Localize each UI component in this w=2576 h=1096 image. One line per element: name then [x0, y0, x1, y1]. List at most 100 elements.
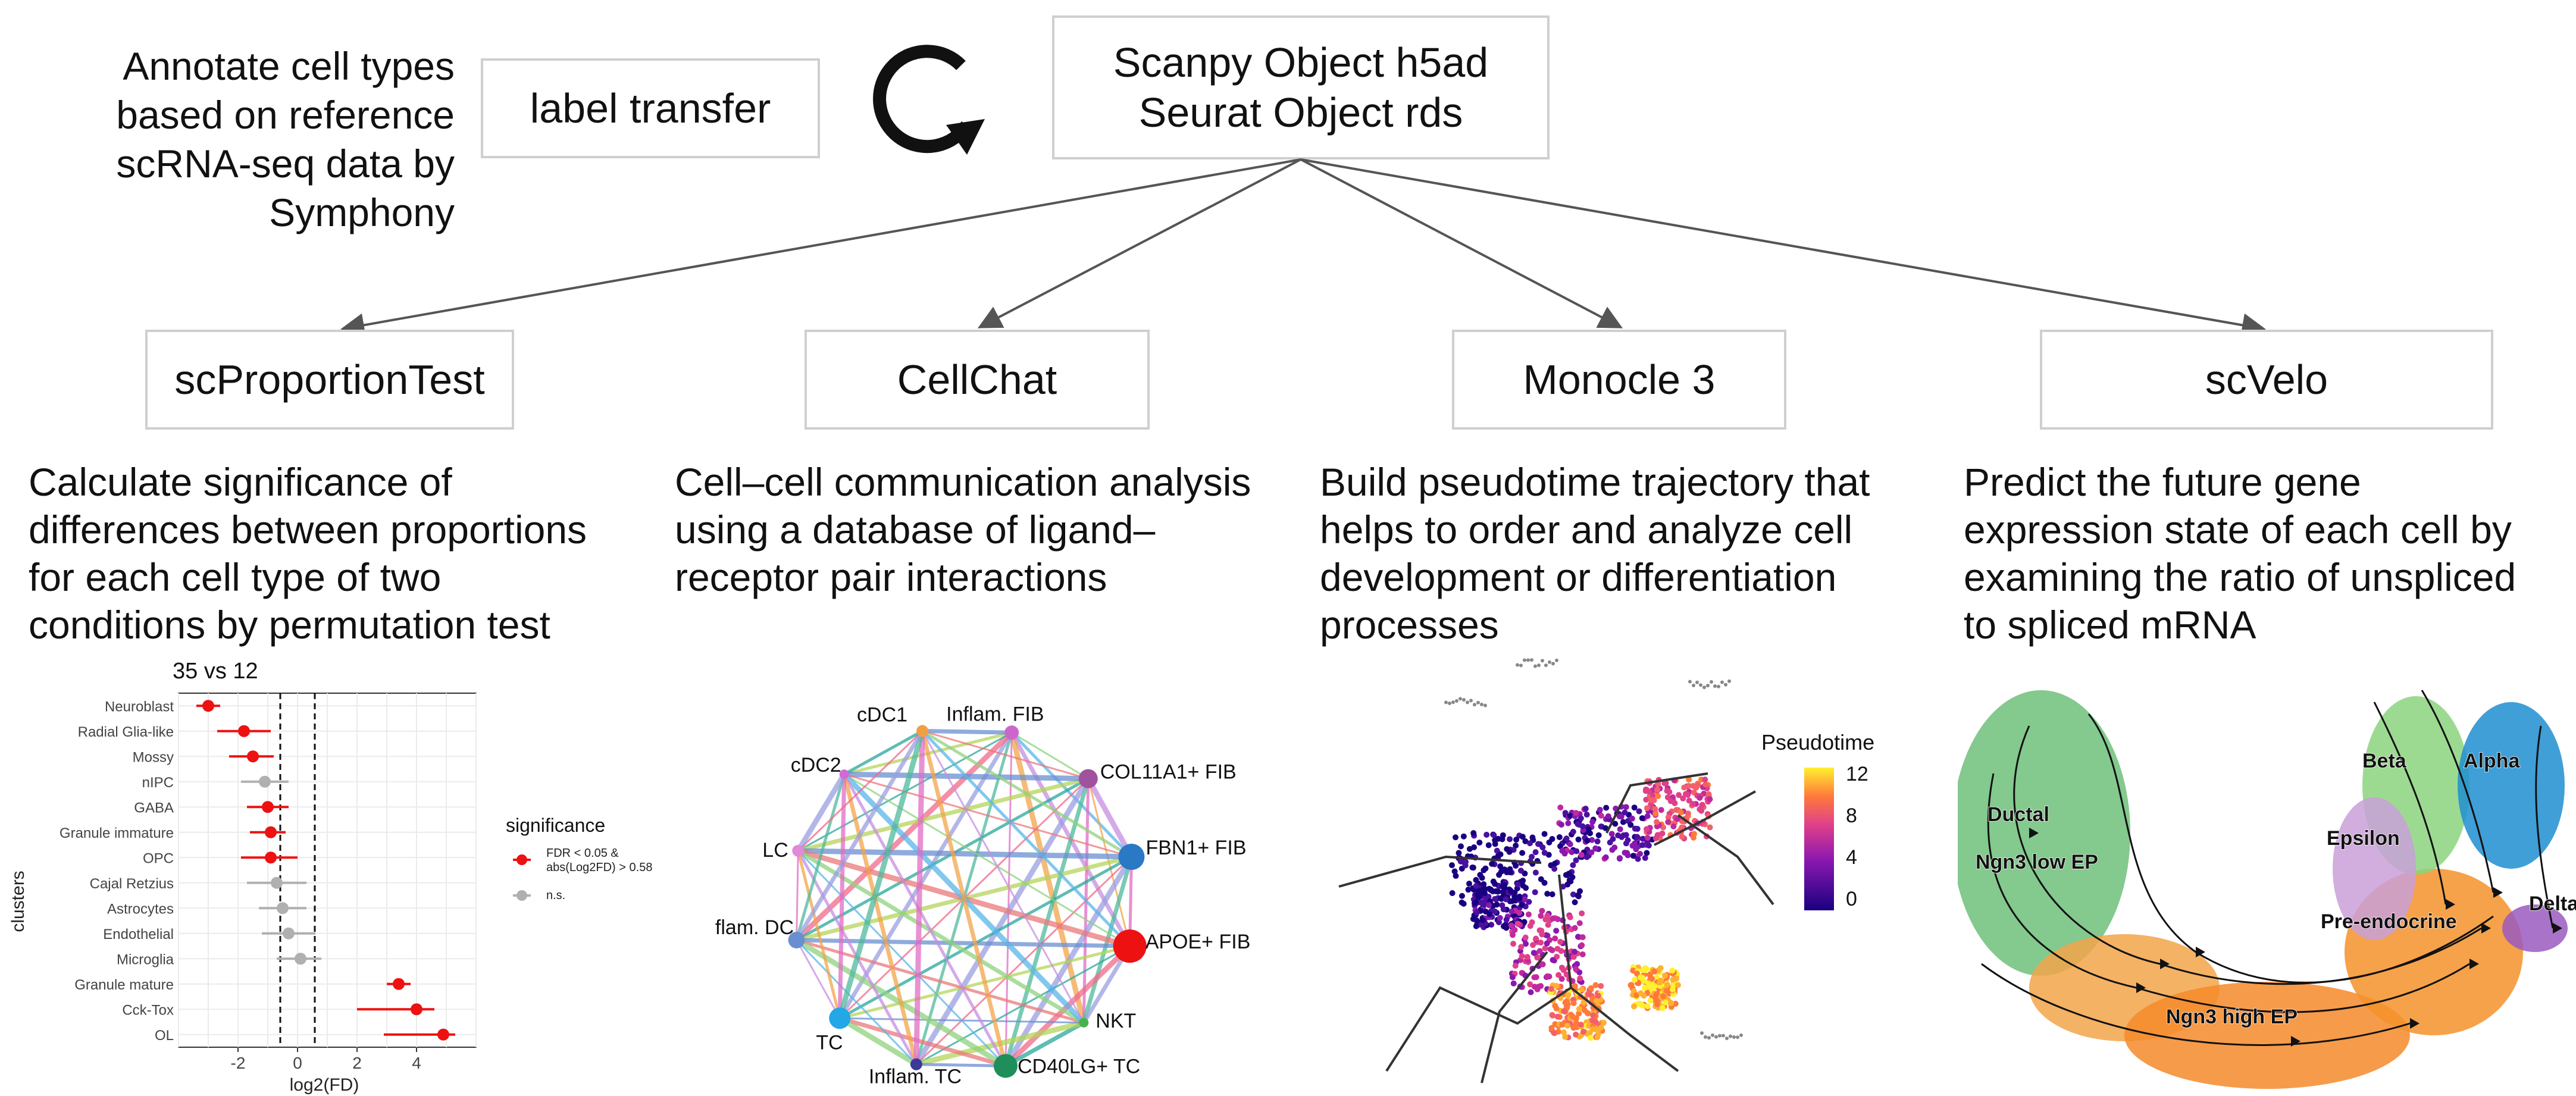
- cell-point: [1508, 922, 1515, 929]
- cell-point: [1623, 840, 1629, 847]
- cell-point: [1570, 891, 1576, 898]
- interaction-edge: [916, 1063, 1006, 1067]
- cell-point: [1548, 1025, 1555, 1031]
- cell-node-label: Inflam. DC: [714, 916, 794, 939]
- arrow-to-monocle: [1300, 158, 1623, 328]
- cell-point: [1579, 986, 1585, 992]
- cell-point: [1523, 658, 1526, 662]
- cell-point: [1654, 787, 1660, 793]
- pseudotime-legend-title: Pseudotime: [1761, 730, 1874, 754]
- cell-point: [1620, 819, 1626, 825]
- cell-node: [1004, 725, 1019, 740]
- y-axis-label: clusters: [8, 870, 28, 932]
- cell-point: [1600, 1019, 1607, 1026]
- cell-point: [1560, 967, 1567, 973]
- cell-point: [1702, 781, 1709, 788]
- cell-point: [1648, 797, 1654, 803]
- cell-point: [1634, 825, 1641, 832]
- cell-point: [1638, 974, 1644, 981]
- cell-point: [1539, 907, 1545, 914]
- cell-point: [1541, 659, 1544, 663]
- cell-point: [1636, 808, 1642, 815]
- cell-point: [1608, 831, 1615, 837]
- interaction-edge: [1003, 944, 1132, 1068]
- interaction-edge: [796, 772, 847, 853]
- cell-point: [1588, 1035, 1594, 1041]
- cell-point: [1602, 854, 1609, 860]
- cell-point: [1519, 663, 1523, 668]
- cell-point: [1686, 776, 1692, 783]
- x-tick-label: 0: [293, 1054, 302, 1072]
- cell-point: [1486, 902, 1492, 909]
- cell-point: [1681, 784, 1688, 791]
- root-object-label: Scanpy Object h5ad Seurat Object rds: [1113, 39, 1489, 136]
- cell-point: [1557, 938, 1564, 945]
- cell-point: [1474, 891, 1481, 898]
- cell-point: [1473, 909, 1480, 916]
- cell-point: [1577, 1022, 1584, 1028]
- cell-point: [1567, 914, 1573, 920]
- scvelo-label: scVelo: [2205, 356, 2328, 403]
- interaction-edge: [920, 730, 1008, 1067]
- interaction-edge: [796, 938, 1084, 1025]
- cell-node-label: NKT: [1095, 1010, 1136, 1032]
- cell-point: [1725, 1036, 1729, 1041]
- cell-point: [1532, 889, 1538, 895]
- trajectory-branch: [1385, 874, 1573, 1072]
- x-tick-label: -2: [231, 1054, 246, 1072]
- cell-point: [1565, 820, 1572, 826]
- cell-point: [1510, 980, 1517, 987]
- cell-point: [1569, 1013, 1576, 1019]
- cell-point: [1555, 1028, 1561, 1035]
- cell-point: [1516, 910, 1523, 916]
- velocity-arrowhead: [2029, 828, 2039, 838]
- cell-point: [1584, 837, 1591, 844]
- x-tick-label: 4: [412, 1054, 421, 1072]
- cell-point: [1549, 891, 1555, 898]
- data-point: [411, 1003, 422, 1016]
- cell-point: [1488, 887, 1494, 894]
- cell-point: [1508, 908, 1515, 915]
- arrow-to-scvelo: [1300, 158, 2266, 337]
- cell-point: [1595, 1026, 1602, 1033]
- cell-point: [1573, 966, 1579, 972]
- cell-point: [1643, 966, 1649, 972]
- data-point: [277, 902, 289, 915]
- cell-point: [1623, 804, 1629, 810]
- cell-point: [1702, 685, 1706, 690]
- cell-point: [1520, 882, 1526, 889]
- cell-node: [829, 1007, 851, 1029]
- cell-point: [1592, 845, 1599, 851]
- cell-point: [1466, 881, 1473, 887]
- cell-point: [1652, 835, 1659, 841]
- cell-point: [1695, 680, 1699, 684]
- cell-type-label: Delta: [2529, 893, 2576, 915]
- cell-point: [1554, 916, 1561, 922]
- cell-point: [1573, 1020, 1579, 1026]
- cell-point: [1627, 822, 1634, 828]
- cell-point: [1544, 663, 1548, 668]
- cell-point: [1659, 1005, 1666, 1012]
- cell-type-label: Alpha: [2464, 750, 2521, 772]
- cell-point: [1654, 823, 1660, 829]
- cell-type-label: Pre-endocrine: [2321, 910, 2457, 933]
- cell-point: [1528, 989, 1534, 995]
- cell-point: [1492, 908, 1498, 915]
- scvelo-box: scVelo: [2040, 330, 2493, 430]
- cell-point: [1537, 663, 1541, 668]
- cell-point: [1612, 821, 1619, 827]
- cell-point: [1574, 961, 1580, 967]
- cell-point: [1512, 963, 1519, 969]
- scproportiontest-description: Calculate significance of differences be…: [29, 460, 587, 647]
- data-point: [295, 953, 306, 965]
- cell-point: [1557, 843, 1564, 850]
- velocity-arrowhead: [2446, 899, 2455, 910]
- colorbar-tick-label: 0: [1846, 888, 1857, 910]
- cell-point: [1721, 1034, 1725, 1038]
- cell-point: [1573, 1031, 1579, 1038]
- cellchat-description: Cell–cell communication analysis using a…: [675, 460, 1251, 599]
- cell-point: [1497, 851, 1504, 857]
- cell-point: [1592, 982, 1599, 988]
- cell-point: [1544, 891, 1551, 897]
